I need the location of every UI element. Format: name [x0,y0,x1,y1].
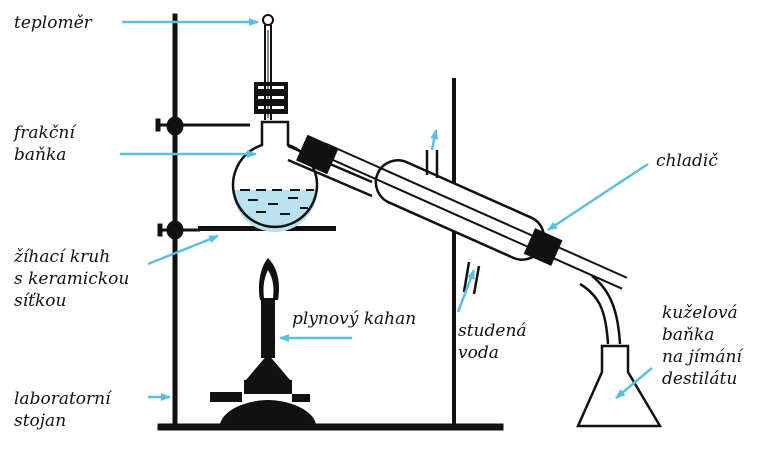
label-kuzelova-3: na jímání [662,347,744,367]
receiving-flask [576,344,663,428]
water-outlet-tube [425,150,439,178]
condenser-outlet-stopper [523,228,563,266]
labels: teploměr frakční baňka žíhací kruh s ker… [12,13,744,431]
label-kuzelova-2: baňka [662,325,714,345]
label-kuzelova-1: kuželová [662,303,738,323]
burner-collar [246,354,290,380]
adapter-tube [579,275,622,345]
upper-clamp-screw [155,118,161,132]
condenser-inner-tube-bottom [320,153,623,290]
label-teplomer: teploměr [14,13,93,33]
side-arm-stopper [296,134,339,175]
label-stojan-1: laboratorní [14,389,113,409]
condenser-stand [408,78,503,430]
laboratory-stand [155,13,504,431]
upper-clamp-boss [166,116,184,136]
label-voda-1: studená [458,321,527,341]
label-kuzelova-4: destilátu [662,369,737,389]
conical-flask-outline [576,344,663,428]
label-kahan: plynový kahan [292,309,416,329]
gas-inlet [210,392,242,402]
label-pointers [120,18,653,401]
ring-clamp-boss [166,220,184,240]
burner-tube [261,300,275,358]
thermometer [262,14,274,120]
fractionating-flask [231,82,373,232]
label-frakcni-2: baňka [14,145,66,165]
condenser-inner-tube-top [325,142,628,279]
gas-burner [210,258,316,424]
condenser-jacket [374,159,546,261]
label-zihaci-2: s keramickou [14,269,129,289]
pointer-water-out [430,129,439,151]
label-zihaci-3: síťkou [14,291,66,311]
ring-clamp-screw [157,223,163,237]
label-zihaci-1: žíhací kruh [13,247,110,267]
label-frakcni-1: frakční [12,123,77,143]
burner-base [220,400,316,424]
label-chladic: chladič [656,151,718,171]
pointer-zihaci-kruh [147,234,219,266]
condenser-stand-rod [452,78,456,426]
stand-rod [172,13,178,427]
condenser [320,142,628,295]
pointer-kuzelova-banka [615,367,653,399]
pointer-chladic [547,162,649,232]
label-stojan-2: stojan [14,411,66,431]
water-inlet-tube [462,261,481,295]
pointer-water-in [456,269,476,313]
liquid-surface-marks [240,189,314,215]
label-voda-2: voda [458,343,499,363]
